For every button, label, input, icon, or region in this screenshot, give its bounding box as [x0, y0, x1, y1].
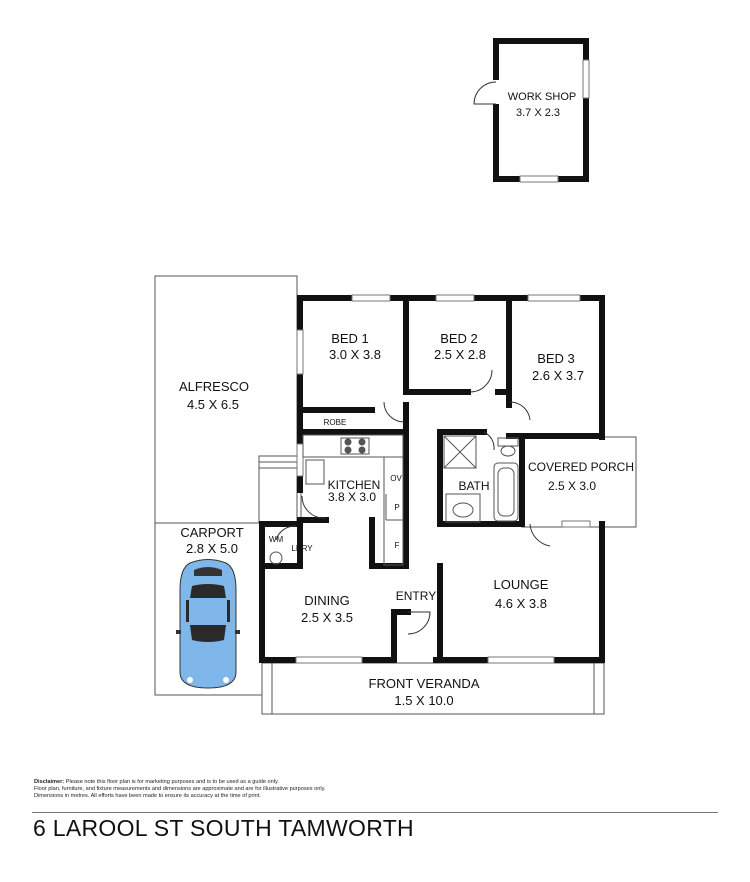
alfresco: ALFRESCO 4.5 X 6.5 — [154, 275, 298, 524]
laundry-label: LDRY — [291, 544, 313, 553]
bed2-size: 2.5 X 2.8 — [434, 347, 486, 362]
pantry-label: P — [394, 503, 399, 512]
kitchen-name: KITCHEN — [328, 478, 381, 492]
kitchen-size: 3.8 X 3.0 — [328, 490, 376, 504]
bed1-name: BED 1 — [331, 331, 369, 346]
oven-label: OV — [390, 474, 402, 483]
robe-label: ROBE — [324, 418, 347, 427]
fridge-label: F — [395, 541, 400, 550]
bath-fixtures — [443, 435, 519, 523]
workshop: WORK SHOP 3.7 X 2.3 — [473, 38, 590, 183]
front-veranda-size: 1.5 X 10.0 — [394, 693, 453, 708]
bed3-name: BED 3 — [537, 351, 575, 366]
property-address: 6 LAROOL ST SOUTH TAMWORTH — [33, 815, 414, 841]
bed1-size: 3.0 X 3.8 — [329, 347, 381, 362]
carport: CARPORT 2.8 X 5.0 — [154, 522, 263, 696]
covered-porch-name: COVERED PORCH — [528, 460, 634, 474]
kitchen-fixtures — [302, 434, 404, 566]
disclaimer: Disclaimer: Please note this floor plan … — [34, 779, 554, 800]
washing-machine-icon — [269, 551, 283, 565]
disclaimer-title: Disclaimer: — [34, 779, 65, 785]
workshop-size: 3.7 X 2.3 — [516, 107, 560, 119]
bath-label: BATH — [458, 479, 489, 493]
entry-label: ENTRY — [396, 589, 436, 603]
bed3-size: 2.6 X 3.7 — [532, 368, 584, 383]
car-icon — [176, 559, 240, 689]
workshop-name: WORK SHOP — [508, 91, 576, 103]
windows — [295, 294, 591, 664]
dining-name: DINING — [304, 593, 350, 608]
disclaimer-line1: Please note this floor plan is for marke… — [65, 779, 279, 785]
front-veranda: FRONT VERANDA 1.5 X 10.0 — [261, 662, 605, 715]
lounge-size: 4.6 X 3.8 — [495, 596, 547, 611]
carport-size: 2.8 X 5.0 — [186, 541, 238, 556]
dining-size: 2.5 X 3.5 — [301, 610, 353, 625]
alfresco-size: 4.5 X 6.5 — [187, 397, 239, 412]
carport-name: CARPORT — [180, 525, 243, 540]
disclaimer-line2: Floor plan, furniture, and fixture measu… — [34, 786, 326, 792]
alfresco-name: ALFRESCO — [179, 379, 249, 394]
covered-porch: COVERED PORCH 2.5 X 3.0 — [521, 436, 637, 528]
lounge-name: LOUNGE — [494, 577, 549, 592]
divider — [32, 812, 718, 813]
bed2-name: BED 2 — [440, 331, 478, 346]
side-step — [258, 455, 302, 523]
front-veranda-name: FRONT VERANDA — [369, 676, 480, 691]
washing-machine-label: WM — [269, 535, 284, 544]
disclaimer-line3: Dimensions in metres. All efforts have b… — [34, 793, 261, 799]
door-swings — [275, 369, 551, 635]
covered-porch-size: 2.5 X 3.0 — [548, 479, 596, 493]
